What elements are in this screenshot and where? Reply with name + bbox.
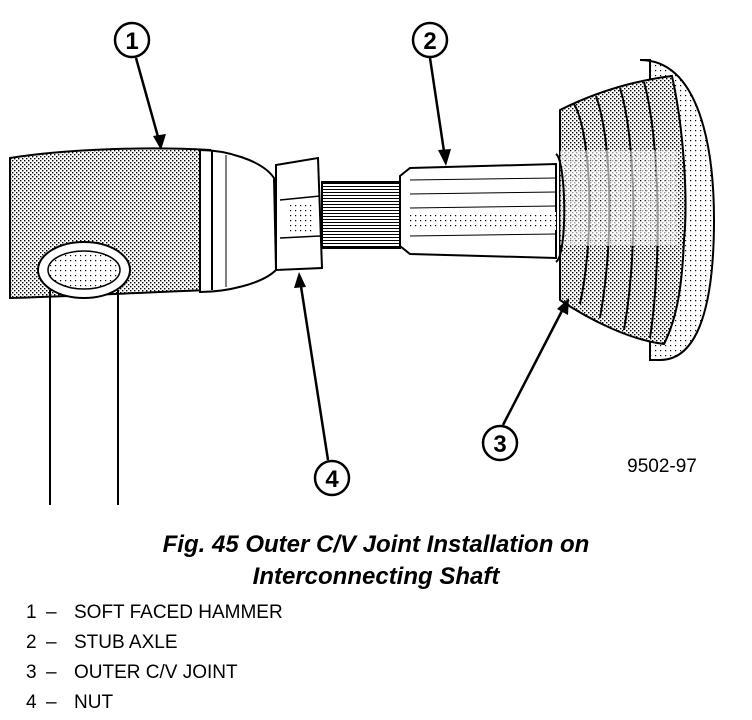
callout-3-number: 3 — [493, 431, 506, 458]
legend-separator: – — [46, 632, 57, 653]
legend-item: 1–SOFT FACED HAMMER — [26, 598, 283, 628]
callout-legend: 1–SOFT FACED HAMMER 2–STUB AXLE 3–OUTER … — [26, 598, 283, 718]
callout-3: 3 — [481, 298, 569, 462]
outer-cv-joint — [555, 59, 716, 361]
figure-caption-line-2: Interconnecting Shaft — [252, 563, 500, 590]
threaded-stub — [321, 181, 401, 249]
legend-number: 2 — [26, 632, 37, 653]
callout-4-number: 4 — [325, 466, 339, 493]
callout-1-number: 1 — [125, 28, 138, 55]
cv-joint-illustration: 1 2 3 4 9502-97 — [9, 21, 716, 505]
callout-2: 2 — [411, 21, 451, 166]
callout-1: 1 — [113, 21, 166, 150]
legend-label: OUTER C/V JOINT — [74, 662, 238, 683]
callout-2-number: 2 — [423, 28, 436, 55]
figure-caption-line-1: Fig. 45 Outer C/V Joint Installation on — [162, 531, 590, 558]
nut — [275, 156, 324, 272]
callout-4: 4 — [294, 272, 351, 497]
legend-number: 1 — [26, 602, 37, 623]
legend-separator: – — [46, 662, 57, 683]
legend-item: 2–STUB AXLE — [26, 628, 283, 658]
legend-label: SOFT FACED HAMMER — [74, 602, 283, 623]
legend-label: STUB AXLE — [74, 632, 178, 653]
legend-separator: – — [46, 602, 57, 623]
legend-number: 4 — [26, 692, 37, 713]
legend-number: 3 — [26, 662, 37, 683]
legend-item: 3–OUTER C/V JOINT — [26, 658, 283, 688]
legend-label: NUT — [74, 692, 114, 713]
legend-separator: – — [46, 692, 57, 713]
soft-faced-hammer — [9, 147, 278, 505]
image-code: 9502-97 — [627, 456, 697, 477]
legend-item: 4–NUT — [26, 688, 283, 718]
stub-axle — [399, 162, 557, 260]
